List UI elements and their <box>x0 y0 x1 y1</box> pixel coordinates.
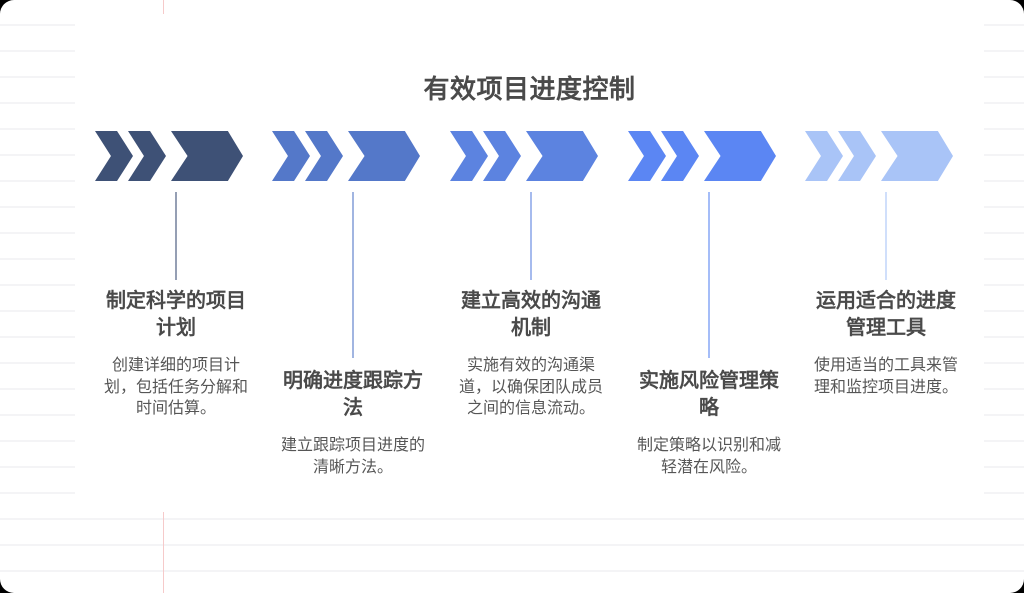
stage-1-description: 创建详细的项目计划，包括任务分解和时间估算。 <box>103 357 248 417</box>
stage-2-text: 明确进度跟踪方法 建立跟踪项目进度的清晰方法。 <box>267 368 439 478</box>
stages-row: 制定科学的项目计划 创建详细的项目计划，包括任务分解和时间估算。 明确进度跟踪方… <box>95 131 984 551</box>
stage-2-connector <box>352 192 354 358</box>
stage-2-title: 明确进度跟踪方法 <box>283 370 423 419</box>
stage-5-description: 使用适当的工具来管理和监控项目进度。 <box>813 357 958 396</box>
stage-3-text: 建立高效的沟通机制 实施有效的沟通渠道，以确保团队成员之间的信息流动。 <box>445 288 617 420</box>
stage-3-arrow <box>450 131 598 181</box>
chevron-icon <box>661 131 699 181</box>
arrow-icon <box>348 131 420 181</box>
stage-4: 实施风险管理策略 制定策略以识别和减轻潜在风险。 <box>628 131 798 531</box>
stage-5-title: 运用适合的进度管理工具 <box>816 290 956 339</box>
stage-4-arrow <box>628 131 776 181</box>
stage-1-arrow <box>95 131 243 181</box>
stage-4-text: 实施风险管理策略 制定策略以识别和减轻潜在风险。 <box>623 368 795 478</box>
chevron-icon <box>450 131 488 181</box>
chevron-icon <box>838 131 876 181</box>
arrow-icon <box>704 131 776 181</box>
stage-3-description: 实施有效的沟通渠道，以确保团队成员之间的信息流动。 <box>458 357 603 417</box>
arrow-icon <box>526 131 598 181</box>
chevron-icon <box>305 131 343 181</box>
stage-1-title: 制定科学的项目计划 <box>106 290 246 339</box>
stage-3-connector <box>530 192 532 280</box>
stage-3: 建立高效的沟通机制 实施有效的沟通渠道，以确保团队成员之间的信息流动。 <box>450 131 620 531</box>
chevron-icon <box>483 131 521 181</box>
arrow-icon <box>881 131 953 181</box>
chevron-icon <box>805 131 843 181</box>
stage-2-description: 建立跟踪项目进度的清晰方法。 <box>280 437 425 476</box>
content-card: 有效项目进度控制 制定科学的项目计划 创建详细的项目计划，包括任务分解和时间估算… <box>75 14 984 512</box>
chevron-icon <box>95 131 133 181</box>
stage-1-connector <box>175 192 177 280</box>
stage-5-arrow <box>805 131 953 181</box>
stage-1-text: 制定科学的项目计划 创建详细的项目计划，包括任务分解和时间估算。 <box>90 288 262 420</box>
chevron-icon <box>128 131 166 181</box>
stage-5: 运用适合的进度管理工具 使用适当的工具来管理和监控项目进度。 <box>805 131 975 531</box>
chevron-icon <box>628 131 666 181</box>
stage-4-description: 制定策略以识别和减轻潜在风险。 <box>636 437 781 476</box>
stage-4-title: 实施风险管理策略 <box>639 370 779 419</box>
diagram-title: 有效项目进度控制 <box>423 74 636 104</box>
stage-3-title: 建立高效的沟通机制 <box>461 290 601 339</box>
stage-5-connector <box>885 192 887 280</box>
stage-5-text: 运用适合的进度管理工具 使用适当的工具来管理和监控项目进度。 <box>800 288 972 398</box>
stage-4-connector <box>708 192 710 358</box>
stage-2-arrow <box>272 131 420 181</box>
arrow-icon <box>171 131 243 181</box>
chevron-icon <box>272 131 310 181</box>
stage-2: 明确进度跟踪方法 建立跟踪项目进度的清晰方法。 <box>272 131 442 531</box>
stage-1: 制定科学的项目计划 创建详细的项目计划，包括任务分解和时间估算。 <box>95 131 265 531</box>
